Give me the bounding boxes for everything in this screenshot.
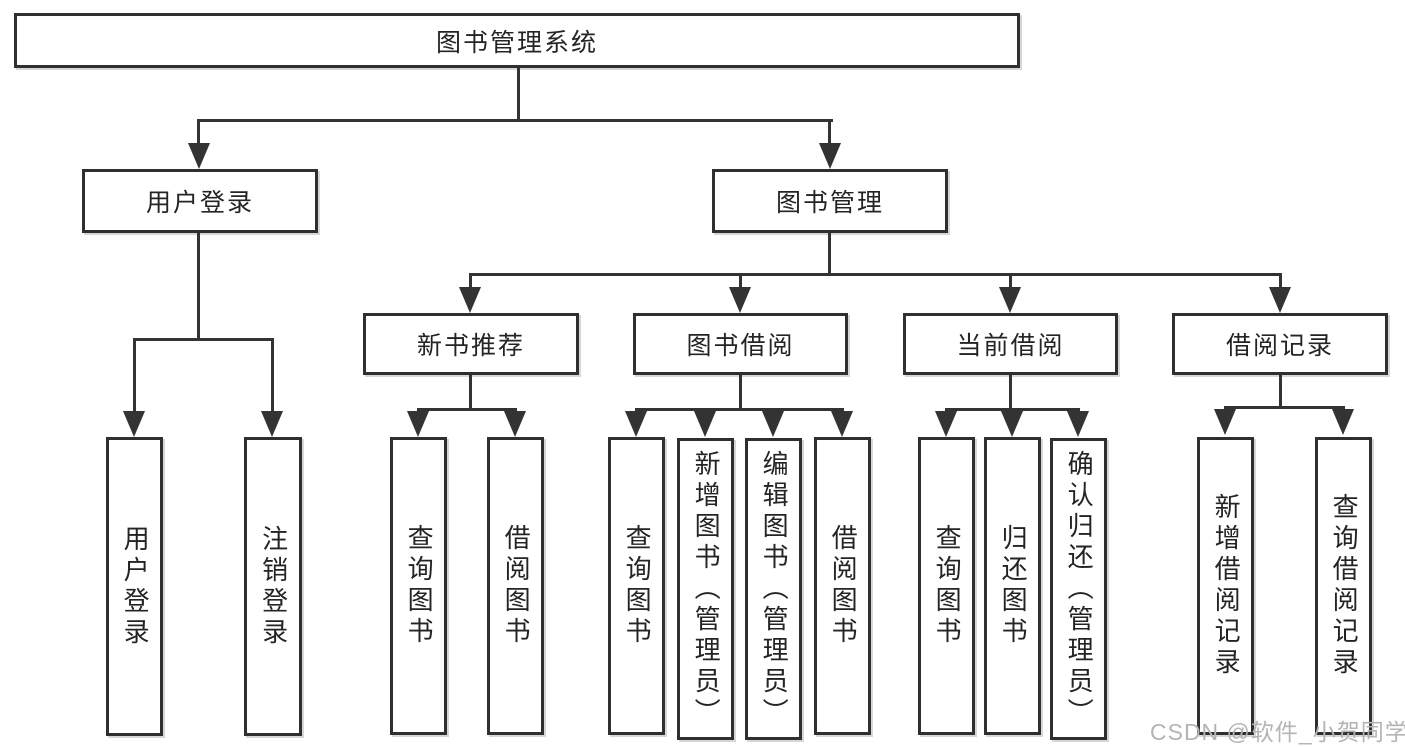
node-label: 确认归还（管理员） — [1064, 449, 1095, 729]
arrow-down-icon — [831, 411, 853, 437]
node-book-management: 图书管理 — [712, 169, 948, 233]
node-add-books-admin: 新增图书（管理员） — [677, 438, 734, 740]
node-label: 新书推荐 — [416, 332, 525, 360]
connector-borrowrecords-horizontal — [1224, 406, 1345, 409]
node-label: 查询图书 — [404, 524, 435, 648]
connector-currentborrow-horizontal — [945, 408, 1080, 411]
node-label: 图书借阅 — [686, 332, 795, 360]
node-label: 借阅图书 — [501, 524, 532, 648]
node-label: 用户登录 — [120, 524, 151, 649]
arrow-down-icon — [188, 143, 210, 169]
node-query-books-current: 查询图书 — [918, 437, 975, 735]
node-borrow-books-recommend: 借阅图书 — [487, 437, 544, 735]
connector-currentborrow-vertical — [1009, 375, 1012, 408]
arrow-down-icon — [261, 411, 283, 437]
arrow-down-icon — [1332, 409, 1354, 435]
connector-userlogin-horizontal — [133, 338, 274, 341]
node-label: 查询图书 — [932, 524, 963, 648]
arrow-down-icon — [407, 411, 429, 437]
arrow-down-icon — [762, 411, 784, 437]
arrow-down-icon — [1269, 287, 1291, 313]
node-query-books-borrow: 查询图书 — [608, 437, 665, 735]
connector-stub-leaf — [271, 341, 274, 411]
watermark: CSDN @软件_小贺同学 — [1150, 719, 1405, 745]
node-current-borrowing: 当前借阅 — [903, 313, 1118, 375]
arrow-down-icon — [504, 411, 526, 437]
node-label: 查询图书 — [622, 524, 653, 648]
node-edit-books-admin: 编辑图书（管理员） — [745, 438, 802, 740]
connector-stub-level3 — [1009, 276, 1012, 287]
node-add-borrow-record: 新增借阅记录 — [1197, 437, 1254, 735]
connector-stub-level3 — [1279, 276, 1282, 287]
connector-stub-book-mgmt — [828, 122, 831, 145]
arrow-down-icon — [935, 411, 957, 437]
node-label: 借阅记录 — [1225, 332, 1334, 360]
node-confirm-return-admin: 确认归还（管理员） — [1050, 438, 1107, 740]
connector-stub-user-login — [197, 122, 200, 145]
node-label: 图书管理 — [775, 189, 884, 217]
node-return-books: 归还图书 — [984, 437, 1041, 735]
arrow-down-icon — [999, 287, 1021, 313]
connector-userlogin-vertical — [197, 233, 200, 338]
node-new-book-recommend: 新书推荐 — [363, 313, 579, 375]
node-label: 图书管理系统 — [435, 28, 598, 57]
node-label: 归还图书 — [998, 524, 1029, 648]
connector-borrowrecords-vertical — [1279, 375, 1282, 406]
arrow-down-icon — [1001, 411, 1023, 437]
node-borrowing-records: 借阅记录 — [1172, 313, 1388, 375]
connector-stub-level3 — [469, 276, 472, 287]
node-user-login-leaf: 用户登录 — [106, 437, 163, 736]
arrow-down-icon — [694, 411, 716, 437]
connector-stub-level3 — [739, 276, 742, 287]
node-label: 注销登录 — [258, 524, 289, 649]
connector-stub-leaf — [133, 341, 136, 411]
node-book-borrowing: 图书借阅 — [633, 313, 848, 375]
connector-bookborrow-vertical — [739, 375, 742, 408]
connector-root-horizontal — [197, 119, 833, 122]
node-logout: 注销登录 — [244, 437, 302, 736]
arrow-down-icon — [123, 411, 145, 437]
node-borrow-books: 借阅图书 — [814, 437, 871, 735]
arrow-down-icon — [729, 287, 751, 313]
arrow-down-icon — [459, 287, 481, 313]
arrow-down-icon — [625, 411, 647, 437]
node-user-login: 用户登录 — [82, 169, 318, 233]
connector-bookmgmt-horizontal — [469, 273, 1282, 276]
node-label: 新增图书（管理员） — [691, 449, 722, 729]
connector-bookborrow-horizontal — [635, 408, 844, 411]
node-label: 查询借阅记录 — [1329, 493, 1360, 679]
connector-newbooks-horizontal — [417, 408, 517, 411]
node-library-management-system: 图书管理系统 — [14, 13, 1020, 68]
connector-newbooks-vertical — [469, 375, 472, 408]
connector-bookmgmt-vertical — [828, 233, 831, 273]
arrow-down-icon — [1067, 411, 1089, 437]
node-query-books-recommend: 查询图书 — [390, 437, 447, 735]
arrow-down-icon — [819, 143, 841, 169]
connector-root-vertical — [517, 68, 520, 119]
node-query-borrow-record: 查询借阅记录 — [1315, 437, 1372, 735]
node-label: 借阅图书 — [828, 524, 859, 648]
node-label: 用户登录 — [145, 189, 254, 217]
node-label: 编辑图书（管理员） — [759, 449, 790, 729]
node-label: 新增借阅记录 — [1211, 493, 1242, 679]
node-label: 当前借阅 — [956, 332, 1065, 360]
arrow-down-icon — [1214, 409, 1236, 435]
